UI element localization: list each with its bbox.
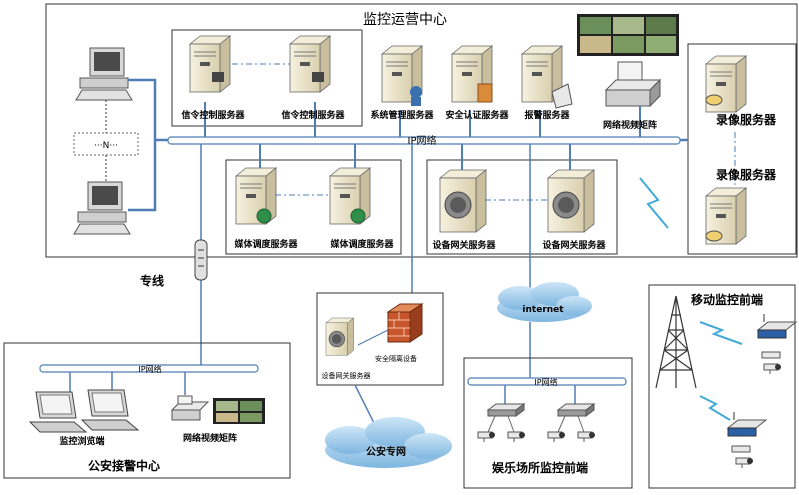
- signal-server-1: [189, 35, 231, 93]
- mobile-camera-2: [735, 457, 754, 469]
- device-gateway-server-2: [547, 169, 595, 233]
- security-auth-label: 安全认证服务器: [445, 109, 509, 121]
- radio-tower: [655, 295, 697, 389]
- media-dispatch-2-label: 媒体调度服务器: [329, 238, 394, 250]
- recording-frame: [687, 43, 797, 255]
- ip-network-ent-label: IP网络: [534, 377, 557, 387]
- ent-camera-4: [577, 431, 596, 443]
- monitoring-center-frame: [45, 3, 798, 258]
- dedicated-line-modem: [194, 239, 208, 281]
- device-gateway-2-label: 设备网关服务器: [542, 239, 606, 251]
- mobile-frontend-frame: [648, 284, 796, 489]
- internet-cloud: [497, 282, 592, 322]
- operator-pc-bottom: [73, 181, 131, 235]
- dedicated-line-label: 专线: [140, 273, 164, 288]
- device-gateway-frame: [426, 159, 618, 255]
- ip-network-police-label: IP网络: [138, 364, 161, 374]
- ent-camera-3: [547, 431, 566, 443]
- security-isolation-firewall: [386, 303, 424, 343]
- police-gateway-frame: [316, 292, 444, 386]
- ent-switch-1: [487, 403, 525, 417]
- signaling-servers-frame: [171, 29, 363, 127]
- ip-bus-police: [39, 364, 259, 373]
- monitoring-center-title: 监控运营中心: [363, 12, 447, 28]
- wireless-link-mobile-1: [699, 321, 743, 345]
- video-wall-top: [577, 14, 679, 56]
- record-server-1-label: 录像服务器: [716, 112, 777, 127]
- internet-label: internet: [522, 305, 564, 315]
- record-server-2-label: 录像服务器: [716, 167, 777, 182]
- police-center-title: 公安接警中心: [88, 458, 160, 473]
- mobile-device-2: [726, 412, 768, 453]
- operator-pc-top: [75, 47, 133, 101]
- ent-switch-2: [557, 403, 595, 417]
- security-isolation-label: 安全隔离设备: [375, 354, 417, 363]
- signal-server-2: [289, 35, 331, 93]
- entertainment-frontend-label: 娱乐场所监控前端: [492, 460, 588, 475]
- wireless-link-mobile-2: [699, 395, 731, 421]
- video-matrix-police-label: 网络视频矩阵: [183, 432, 237, 444]
- police-private-net-cloud: [325, 417, 452, 468]
- system-mgmt-label: 系统管理服务器: [370, 109, 434, 121]
- monitor-terminal-label: 监控浏览端: [59, 435, 104, 447]
- signal-server-1-label: 信令控制服务器: [181, 109, 245, 121]
- video-matrix-top-label: 网络视频矩阵: [603, 119, 657, 131]
- ip-network-main-label: IP网络: [408, 134, 437, 147]
- video-wall-police: [213, 398, 265, 424]
- media-dispatch-frame: [225, 159, 402, 255]
- police-center-frame: [3, 342, 291, 479]
- wireless-link-center: [639, 177, 669, 229]
- video-matrix-police-device: [170, 395, 210, 421]
- video-matrix-top-device: [604, 61, 662, 108]
- media-dispatch-1-label: 媒体调度服务器: [233, 238, 298, 250]
- signal-server-2-label: 信令控制服务器: [281, 109, 345, 121]
- mobile-frontend-title: 移动监控前端: [691, 292, 763, 307]
- ent-camera-2: [507, 431, 526, 443]
- alarm-server-label: 报警服务器: [524, 109, 570, 121]
- police-private-net-label: 公安专网: [366, 445, 406, 458]
- device-gateway-server-1: [439, 169, 487, 233]
- device-gateway-mid-label: 设备网关服务器: [322, 371, 371, 380]
- mobile-camera-1: [763, 363, 782, 375]
- mobile-device-1: [756, 314, 798, 359]
- device-gateway-1-label: 设备网关服务器: [432, 239, 496, 251]
- device-gateway-mid: [325, 317, 354, 356]
- ent-camera-1: [477, 431, 496, 443]
- ip-bus-entertainment: [467, 377, 627, 386]
- monitor-laptop-2: [81, 389, 139, 431]
- n-marker: ···N···: [94, 141, 118, 151]
- entertainment-frame: [463, 357, 633, 489]
- monitor-laptop-1: [29, 391, 87, 433]
